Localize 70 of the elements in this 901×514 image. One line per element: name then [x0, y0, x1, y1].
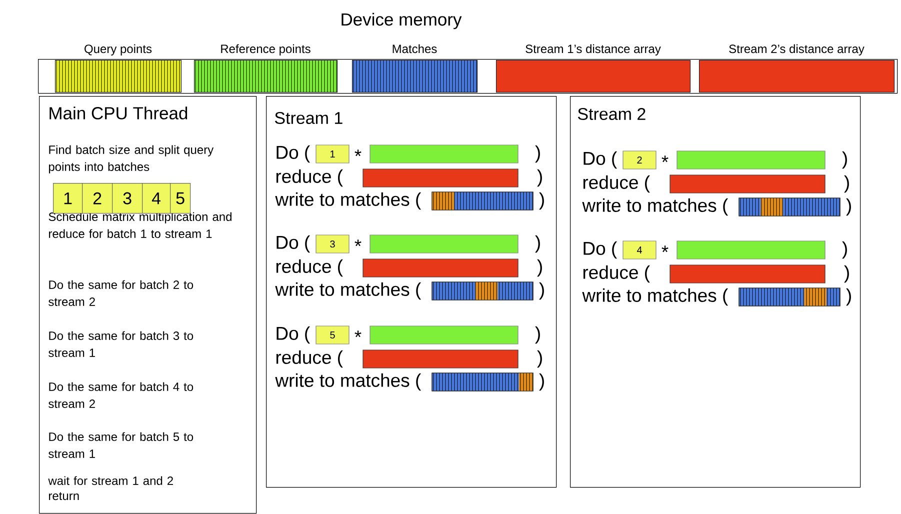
batch-box: 2 — [622, 150, 656, 170]
stream-panel — [266, 96, 557, 488]
heading: Stream 2 — [578, 108, 646, 120]
multiply-sign: * — [662, 246, 668, 252]
batch-cell: 4 — [142, 183, 171, 214]
parenthesis: ) — [537, 169, 542, 187]
multiply-sign: * — [662, 156, 668, 162]
parenthesis: ) — [846, 288, 851, 306]
heading: Main CPU Thread — [50, 106, 188, 120]
title: Device memory — [342, 12, 462, 30]
batch-cell: 3 — [112, 183, 143, 214]
memory-segment: Stream 1’s distance array — [496, 44, 690, 92]
parenthesis: ) — [535, 235, 540, 253]
parenthesis: ) — [535, 326, 540, 344]
node-label: Reference points — [221, 44, 310, 56]
operation-label: Do ( — [584, 241, 618, 259]
step-text: Schedule matrix multiplication and reduce for batch 1 to stream 1 — [48, 212, 232, 238]
parenthesis: ) — [842, 241, 847, 259]
operation-label: Do ( — [276, 235, 310, 253]
batch-cell: 2 — [82, 183, 113, 214]
batch-cell: 1 — [53, 183, 83, 214]
parenthesis: ) — [537, 259, 542, 277]
operation-label: write to matches ( — [275, 373, 422, 391]
operation-label: write to matches ( — [275, 192, 422, 210]
step-text: Do the same for batch 4 to stream 2 — [48, 382, 194, 408]
memory-segment: Reference points — [194, 44, 338, 92]
thread-panel — [39, 96, 257, 514]
operation-label: Do ( — [584, 151, 618, 169]
parenthesis: ) — [844, 175, 849, 193]
operation-label: reduce ( — [276, 259, 343, 277]
multiply-sign: * — [354, 240, 362, 246]
parenthesis: ) — [846, 198, 851, 216]
operation-label: reduce ( — [276, 169, 343, 187]
multiply-sign: * — [354, 330, 362, 338]
node-label: Matches — [392, 44, 437, 54]
parenthesis: ) — [535, 145, 540, 163]
batch-box: 5 — [316, 326, 350, 344]
heading: Stream 1 — [274, 112, 342, 124]
step-text: Do the same for batch 2 to stream 2 — [48, 280, 194, 306]
step-text: wait for stream 1 and 2 — [48, 476, 173, 485]
node-label: Query points — [84, 44, 152, 56]
node-label: Stream 2’s distance array — [729, 44, 864, 56]
parenthesis: ) — [539, 282, 544, 300]
memory-segment: Matches — [352, 44, 478, 92]
parenthesis: ) — [844, 265, 849, 283]
batch-box: 1 — [316, 144, 350, 164]
step-text: return — [49, 492, 79, 500]
stream-panel — [570, 96, 861, 488]
parenthesis: ) — [539, 192, 544, 210]
operation-label: write to matches ( — [582, 198, 728, 216]
multiply-sign: * — [354, 150, 362, 156]
operation-label: reduce ( — [276, 350, 343, 368]
parenthesis: ) — [842, 151, 847, 169]
parenthesis: ) — [537, 350, 542, 368]
batch-cell: 5 — [170, 183, 191, 214]
node-label: Stream 1’s distance array — [526, 44, 661, 56]
batch-box: 4 — [622, 240, 656, 260]
operation-label: Do ( — [276, 145, 310, 163]
memory-segment: Query points — [55, 44, 182, 92]
operation-label: reduce ( — [583, 175, 650, 193]
operation-label: write to matches ( — [582, 288, 728, 306]
memory-segment: Stream 2’s distance array — [699, 44, 895, 92]
operation-label: Do ( — [276, 326, 310, 344]
parenthesis: ) — [539, 373, 544, 391]
batch-box: 3 — [316, 234, 350, 254]
step-text: Find batch size and split query points into batches — [48, 145, 214, 174]
step-text: Do the same for batch 5 to stream 1 — [48, 432, 194, 458]
operation-label: reduce ( — [583, 265, 650, 283]
step-text: Do the same for batch 3 to stream 1 — [48, 331, 194, 357]
operation-label: write to matches ( — [275, 282, 422, 300]
